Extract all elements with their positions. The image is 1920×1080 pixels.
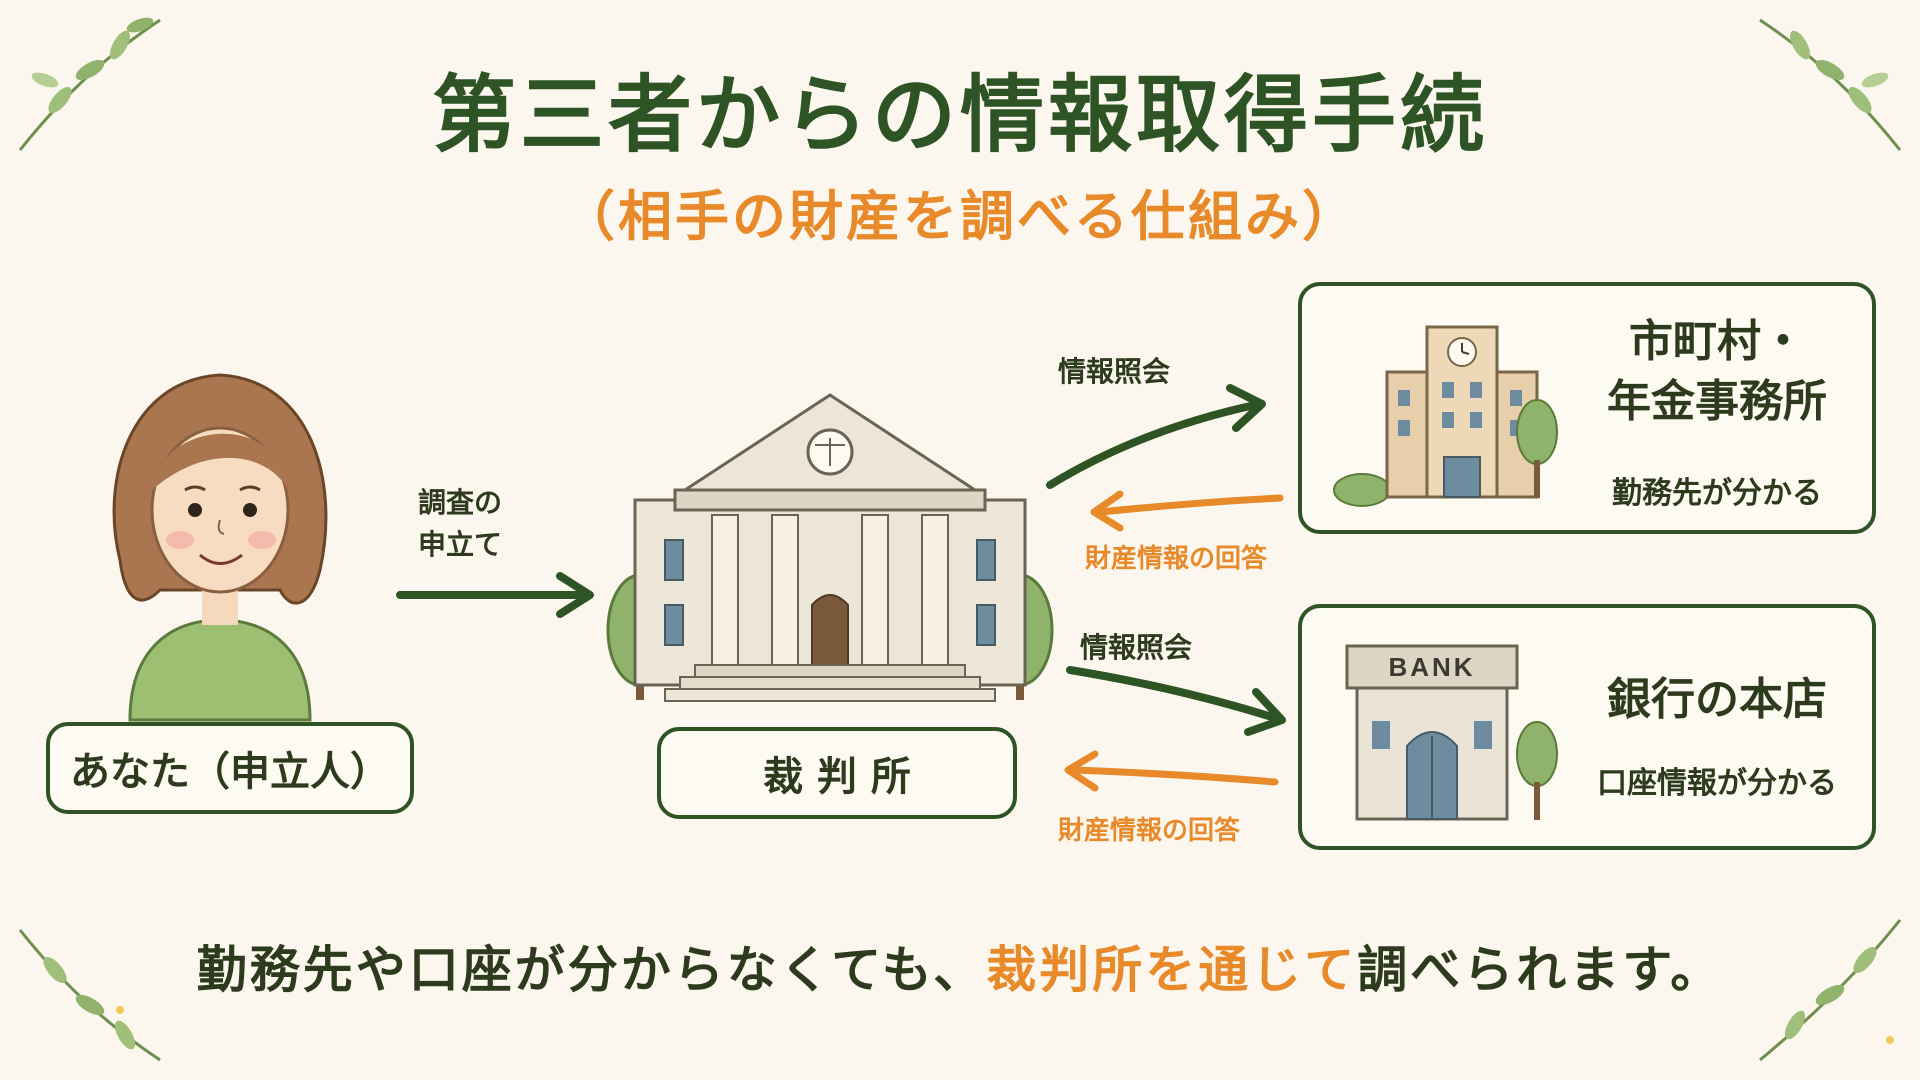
inquiry-label-bottom: 情報照会 — [1080, 631, 1193, 664]
court-label: 裁 判 所 — [763, 754, 911, 800]
leaf-decoration-top-left — [18, 17, 161, 151]
bottom-message: 勤務先や口座が分からなくても、裁判所を通じて調べられます。 — [0, 930, 1920, 1002]
court-label-box: 裁 判 所 — [657, 727, 1017, 819]
municipal-name-line1: 市町村・ — [1629, 316, 1805, 367]
bottom-message-part1: 勤務先や口座が分からなくても、 — [196, 941, 987, 999]
leaf-decoration-bottom-left — [18, 929, 161, 1062]
applicant-label: あなた（申立人） — [70, 749, 390, 795]
inquiry-arrow-bottom — [1066, 666, 1286, 736]
bank-note: 口座情報が分かる — [1597, 766, 1837, 801]
request-arrow — [396, 572, 594, 618]
municipal-note: 勤務先が分かる — [1612, 476, 1822, 511]
reply-label-bottom: 財産情報の回答 — [1058, 816, 1241, 846]
municipal-building-illustration — [1333, 325, 1558, 507]
bottom-message-highlight: 裁判所を通じて — [986, 941, 1358, 999]
request-label-line1: 調査の — [417, 486, 502, 519]
municipal-office-box: 市町村・ 年金事務所 勤務先が分かる — [1298, 282, 1876, 534]
bottom-message-part2: 調べられます。 — [1357, 941, 1724, 999]
inquiry-label-top: 情報照会 — [1058, 355, 1171, 388]
leaf-decoration-bottom-right — [1759, 919, 1902, 1062]
reply-arrow-bottom — [1064, 750, 1279, 792]
leaf-decoration-top-right — [1759, 18, 1902, 151]
municipal-name-line2: 年金事務所 — [1607, 376, 1827, 427]
bank-box: BANK 銀行の本店 口座情報が分かる — [1298, 604, 1876, 850]
bank-sign: BANK — [1388, 652, 1475, 682]
bank-building-illustration: BANK — [1345, 644, 1558, 821]
applicant-woman-illustration — [112, 373, 328, 722]
request-label: 調査の 申立て — [410, 482, 510, 566]
applicant-label-box: あなた（申立人） — [46, 722, 414, 814]
inquiry-arrow-top — [1046, 384, 1266, 489]
reply-label-top: 財産情報の回答 — [1085, 544, 1268, 574]
page-title: 第三者からの情報取得手続 — [431, 66, 1488, 164]
courthouse-illustration — [606, 393, 1054, 702]
reply-arrow-top — [1090, 490, 1284, 532]
request-label-line2: 申立て — [417, 528, 502, 561]
page-subtitle: （相手の財産を調べる仕組み） — [561, 185, 1359, 248]
bank-name: 銀行の本店 — [1607, 674, 1827, 725]
municipal-name: 市町村・ 年金事務所 — [1572, 312, 1862, 432]
